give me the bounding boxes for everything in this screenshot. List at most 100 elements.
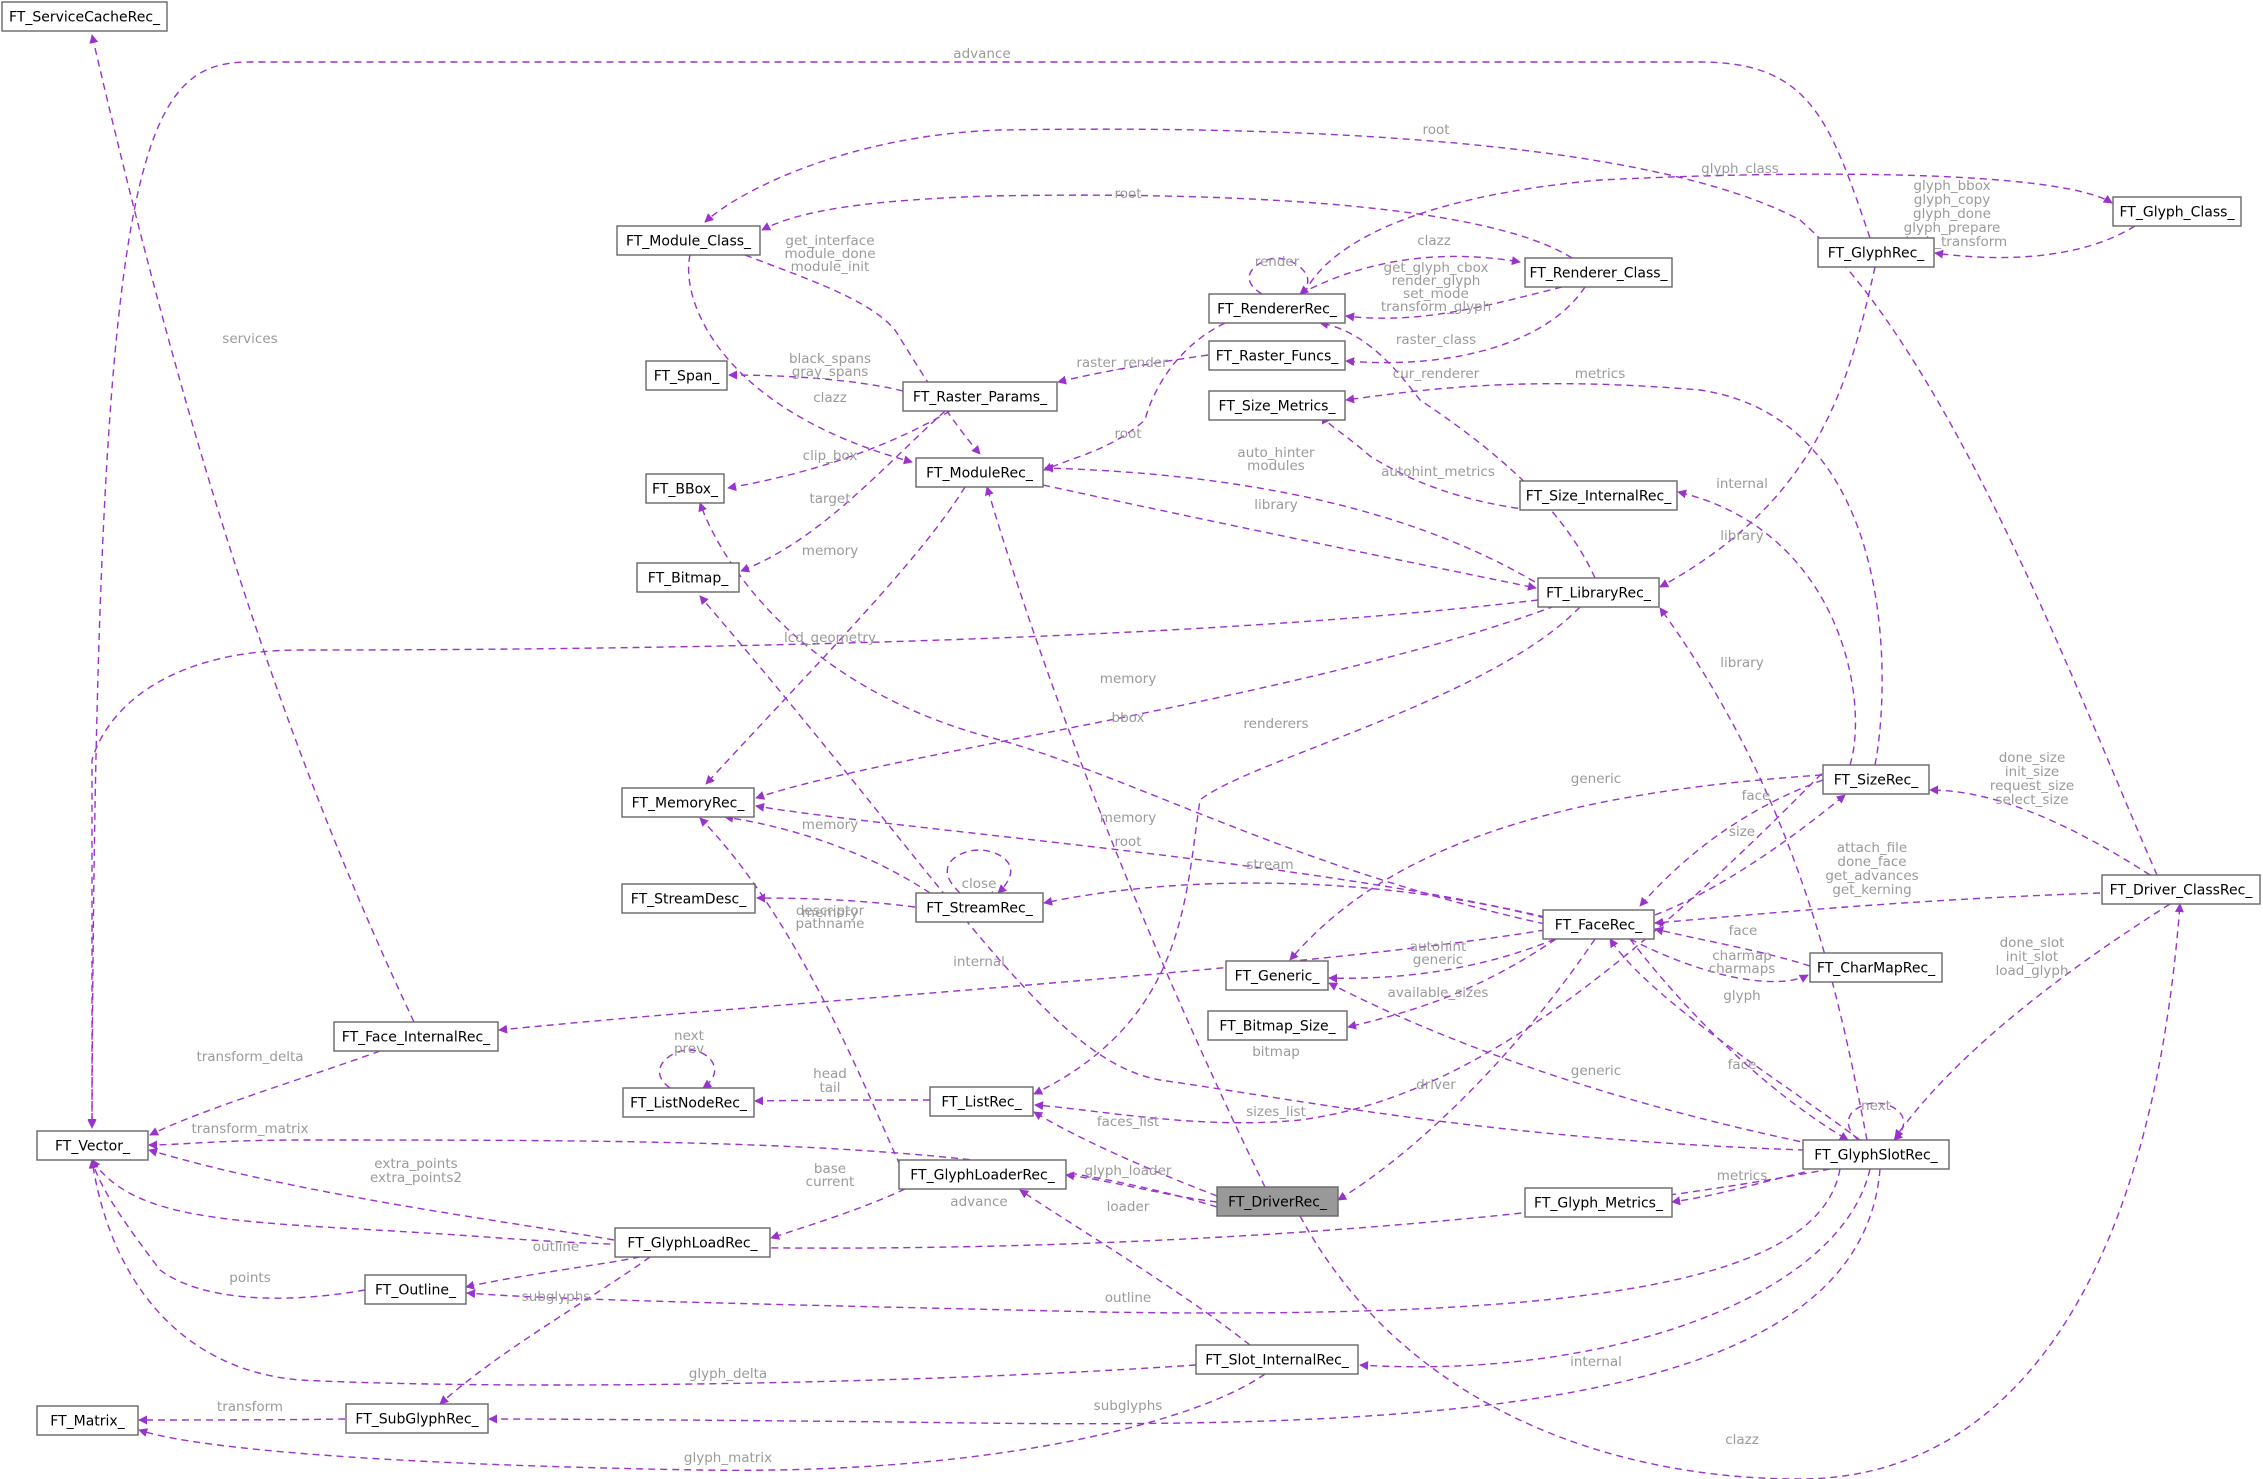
- edge-label: done_slot: [2000, 935, 2065, 951]
- node-librec[interactable]: FT_LibraryRec_: [1537, 577, 1660, 608]
- node-sizemetrics[interactable]: FT_Size_Metrics_: [1208, 390, 1346, 421]
- node-box: [1208, 340, 1346, 371]
- node-label: FT_GlyphLoaderRec_: [910, 1168, 1056, 1184]
- node-label: FT_RendererRec_: [1217, 302, 1338, 318]
- node-gload[interactable]: FT_GlyphLoadRec_: [614, 1227, 771, 1258]
- node-glyphrec[interactable]: FT_GlyphRec_: [1817, 237, 1935, 268]
- edge-library-modrec: [1042, 484, 1537, 591]
- node-vector[interactable]: FT_Vector_: [36, 1130, 149, 1161]
- edge-drv-face: [1654, 892, 2101, 927]
- node-box: [1822, 764, 1930, 795]
- edge-label: memory: [802, 905, 858, 921]
- node-label: FT_GlyphRec_: [1828, 246, 1926, 262]
- node-driver[interactable]: FT_DriverRec_: [1216, 1186, 1339, 1217]
- node-box: [898, 1159, 1067, 1190]
- edge-label: internal: [953, 954, 1005, 970]
- edge-label: generic: [1571, 1063, 1621, 1079]
- edge-label: set_mode: [1403, 286, 1469, 302]
- node-glyphclass[interactable]: FT_Glyph_Class_: [2112, 196, 2242, 227]
- node-label: FT_LibraryRec_: [1546, 586, 1652, 602]
- node-memrec[interactable]: FT_MemoryRec_: [621, 787, 755, 818]
- edge-label: cur_renderer: [1393, 366, 1480, 382]
- edge-faces-list: [1033, 1111, 1218, 1197]
- node-label: FT_DriverRec_: [1228, 1195, 1328, 1211]
- edge-label: clazz: [1417, 233, 1451, 249]
- node-charmap[interactable]: FT_CharMapRec_: [1809, 952, 1943, 983]
- edge-charmaps: [1629, 938, 1809, 983]
- node-facerec[interactable]: FT_FaceRec_: [1542, 909, 1655, 940]
- edge-label: done_size: [1999, 750, 2066, 766]
- node-modclass[interactable]: FT_Module_Class_: [616, 225, 761, 256]
- edge-label: faces_list: [1097, 1114, 1159, 1130]
- edge-extra-points: [148, 1147, 615, 1241]
- edge-label: transform: [217, 1399, 283, 1415]
- node-bbox[interactable]: FT_BBox_: [645, 473, 725, 504]
- edge-label: raster_render: [1076, 355, 1168, 371]
- edge-subglyphs-gload: [439, 1256, 651, 1405]
- node-listnode[interactable]: FT_ListNodeRec_: [622, 1087, 755, 1118]
- edge-renderers: [1033, 606, 1581, 1095]
- edge-label: glyph: [1723, 988, 1760, 1004]
- node-box: [622, 1087, 755, 1118]
- node-faceint[interactable]: FT_Face_InternalRec_: [333, 1021, 499, 1052]
- edge-spans: [728, 370, 904, 392]
- node-rasterfuncs[interactable]: FT_Raster_Funcs_: [1208, 340, 1346, 371]
- edge-labels-layer: advancerootglyph_classrootget_interfacem…: [192, 46, 2075, 1466]
- node-streamdesc[interactable]: FT_StreamDesc_: [621, 883, 756, 914]
- edge-label: size: [1729, 824, 1755, 840]
- node-label: FT_ModuleRec_: [926, 466, 1034, 482]
- node-box: [1, 1, 168, 32]
- edge-label: renderers: [1243, 716, 1308, 732]
- node-subglyph[interactable]: FT_SubGlyphRec_: [345, 1403, 489, 1434]
- node-bitmapsize[interactable]: FT_Bitmap_Size_: [1207, 1010, 1348, 1041]
- edge-clazz-modrec: [687, 254, 913, 465]
- node-rendclass[interactable]: FT_Renderer_Class_: [1524, 257, 1673, 288]
- node-streamrec[interactable]: FT_StreamRec_: [915, 892, 1044, 923]
- edge-glyph: [1629, 938, 1849, 1141]
- edge-label: glyph_prepare: [1904, 220, 2001, 236]
- edge-label: next: [674, 1028, 704, 1044]
- node-matrix[interactable]: FT_Matrix_: [36, 1405, 139, 1436]
- node-box: [645, 473, 725, 504]
- edge-autohint-generic: [1328, 938, 1556, 983]
- edge-label: next: [1861, 1098, 1891, 1114]
- edge-label: charmap: [1712, 948, 1772, 964]
- edge-subglyphs-slot: [488, 1168, 1881, 1425]
- edge-generic-size: [1289, 774, 1823, 961]
- node-label: FT_GlyphLoadRec_: [627, 1236, 758, 1252]
- node-rendrec[interactable]: FT_RendererRec_: [1208, 293, 1346, 324]
- node-span[interactable]: FT_Span_: [645, 360, 728, 391]
- node-generic[interactable]: FT_Generic_: [1225, 960, 1329, 991]
- node-box: [36, 1405, 139, 1436]
- edge-transform: [138, 1415, 346, 1425]
- edge-label: internal: [1716, 476, 1768, 492]
- node-label: FT_Renderer_Class_: [1529, 266, 1668, 282]
- node-outline[interactable]: FT_Outline_: [364, 1274, 467, 1305]
- edge-drv-size: [1929, 785, 2151, 876]
- edge-bbox: [698, 502, 1546, 925]
- edge-label: advance: [953, 46, 1010, 62]
- node-drvclass[interactable]: FT_Driver_ClassRec_: [2101, 874, 2261, 905]
- edge-label: render_glyph: [1392, 273, 1481, 289]
- node-label: FT_Glyph_Class_: [2120, 205, 2236, 221]
- node-svccache[interactable]: FT_ServiceCacheRec_: [1, 1, 168, 32]
- edge-size-face: [1654, 794, 1846, 916]
- edge-label: extra_points: [374, 1156, 457, 1172]
- node-sizeint[interactable]: FT_Size_InternalRec_: [1519, 480, 1678, 511]
- edge-label: subglyphs: [522, 1289, 591, 1305]
- node-box: [1216, 1186, 1339, 1217]
- node-bitmap[interactable]: FT_Bitmap_: [636, 562, 740, 593]
- node-modrec[interactable]: FT_ModuleRec_: [915, 457, 1044, 488]
- node-box: [1524, 257, 1673, 288]
- node-slotrec[interactable]: FT_GlyphSlotRec_: [1802, 1139, 1950, 1170]
- node-rasterparams[interactable]: FT_Raster_Params_: [902, 381, 1058, 412]
- node-label: FT_CharMapRec_: [1817, 961, 1936, 977]
- edges-layer: [87, 34, 2184, 1479]
- edge-library-glyphrec: [1659, 266, 1876, 588]
- node-gloader[interactable]: FT_GlyphLoaderRec_: [898, 1159, 1067, 1190]
- node-gmetrics[interactable]: FT_Glyph_Metrics_: [1524, 1187, 1673, 1218]
- node-label: FT_MemoryRec_: [632, 796, 746, 812]
- node-sizerec[interactable]: FT_SizeRec_: [1822, 764, 1930, 795]
- node-slotint[interactable]: FT_Slot_InternalRec_: [1195, 1344, 1359, 1375]
- node-listrec[interactable]: FT_ListRec_: [929, 1086, 1034, 1117]
